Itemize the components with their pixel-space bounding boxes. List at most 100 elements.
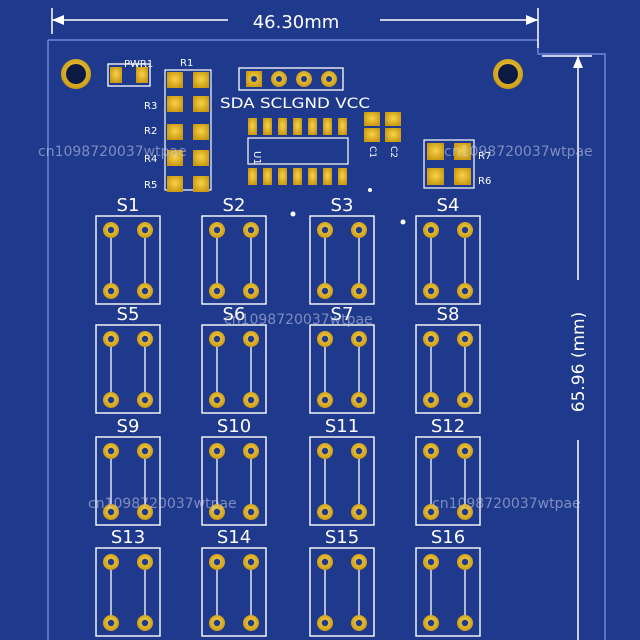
capacitor-label-c1: C1: [367, 146, 377, 158]
switch-pad-hole: [247, 226, 255, 234]
switch-pad-hole: [355, 335, 363, 343]
switch-label: S1: [117, 195, 140, 216]
switch-pad-hole: [355, 447, 363, 455]
capacitor-c1: C1: [364, 112, 380, 158]
switch-pad-hole: [461, 508, 469, 516]
switch-outline: [201, 215, 267, 305]
switch-pad-hole: [247, 287, 255, 295]
switch-outline: [95, 215, 161, 305]
resistor-label-r2: R2: [144, 126, 157, 137]
switch-pad-hole: [247, 558, 255, 566]
switch-pad-hole: [461, 396, 469, 404]
switch-pad-hole: [247, 508, 255, 516]
switch-pad-hole: [107, 226, 115, 234]
switch-pad-hole: [213, 335, 221, 343]
switch-s15: S15: [309, 527, 375, 637]
board-outline: [47, 39, 606, 640]
switch-s11: S11: [309, 416, 375, 526]
switch-pad-hole: [107, 447, 115, 455]
switch-label: S8: [437, 304, 460, 325]
switch-s10: S10: [201, 416, 267, 526]
switch-s1: S1: [95, 195, 161, 305]
resistor-label-r5: R5: [144, 180, 157, 191]
i2c-header: SDA SCLGND VCC: [220, 67, 370, 112]
switch-outline: [309, 436, 375, 526]
switch-pad-hole: [213, 447, 221, 455]
switch-label: S14: [217, 527, 251, 548]
switch-pad-hole: [355, 226, 363, 234]
resistor-array-right: R7 R6: [423, 139, 491, 189]
switch-label: S10: [217, 416, 251, 437]
switch-s14: S14: [201, 527, 267, 637]
switch-pad-hole: [213, 508, 221, 516]
switch-pad-hole: [321, 226, 329, 234]
switch-outline: [95, 324, 161, 414]
mounting-hole-right: [493, 59, 523, 89]
switch-pad-hole: [107, 558, 115, 566]
switch-s16: S16: [415, 527, 481, 637]
mounting-hole-left: [61, 59, 91, 89]
switch-s8: S8: [415, 304, 481, 414]
resistor-array: R1 R3 R2 R4 R5: [144, 58, 212, 192]
switch-pad-hole: [355, 619, 363, 627]
switch-pad-hole: [141, 396, 149, 404]
switch-outline: [309, 215, 375, 305]
watermark-4: cn1098720037wtpae: [88, 496, 237, 512]
switch-pad-hole: [321, 287, 329, 295]
resistor-r5: [167, 176, 209, 192]
switch-s5: S5: [95, 304, 161, 414]
switch-pad-hole: [141, 447, 149, 455]
switch-outline: [201, 324, 267, 414]
switch-pad-hole: [355, 558, 363, 566]
switch-pad-hole: [461, 287, 469, 295]
switch-pad-hole: [141, 226, 149, 234]
switch-s12: S12: [415, 416, 481, 526]
switch-s13: S13: [95, 527, 161, 637]
switch-label: S12: [431, 416, 465, 437]
switch-pad-hole: [427, 447, 435, 455]
height-label: 65.96 (mm): [569, 312, 589, 412]
switch-pad-hole: [427, 508, 435, 516]
switch-outline: [415, 547, 481, 637]
switch-label: S13: [111, 527, 145, 548]
watermark-2: cn1098720037wtpae: [444, 144, 593, 160]
switch-label: S2: [223, 195, 246, 216]
switch-label: S3: [331, 195, 354, 216]
switch-s4: S4: [415, 195, 481, 305]
resistor-r1: [167, 72, 209, 88]
switch-outline: [415, 324, 481, 414]
switch-label: S5: [117, 304, 140, 325]
switch-pad-hole: [213, 396, 221, 404]
switch-pad-hole: [321, 335, 329, 343]
ic-label: U1: [251, 151, 262, 165]
switch-s7: S7: [309, 304, 375, 414]
switch-s6: S6: [201, 304, 267, 414]
switch-pad-hole: [107, 335, 115, 343]
switch-pad-hole: [427, 226, 435, 234]
switch-pad-hole: [213, 226, 221, 234]
switch-pad-hole: [461, 335, 469, 343]
switch-pad-hole: [321, 447, 329, 455]
switch-pad-hole: [321, 619, 329, 627]
resistor-r2: [167, 124, 209, 140]
switch-s9: S9: [95, 416, 161, 526]
switch-pad-hole: [427, 558, 435, 566]
capacitor-c2: C2: [385, 112, 401, 158]
switch-pad-hole: [461, 226, 469, 234]
switch-outline: [201, 436, 267, 526]
switch-pad-hole: [213, 558, 221, 566]
switch-pad-hole: [141, 287, 149, 295]
switch-label: S11: [325, 416, 359, 437]
switch-pad-hole: [427, 619, 435, 627]
width-dimension: 46.30mm: [51, 8, 539, 48]
switch-pad-hole: [427, 287, 435, 295]
switch-pad-hole: [247, 447, 255, 455]
switch-pad-hole: [355, 508, 363, 516]
switch-pad-hole: [427, 396, 435, 404]
resistor-r3: [167, 96, 209, 112]
switch-pad-hole: [247, 619, 255, 627]
switch-pad-hole: [321, 558, 329, 566]
switch-outline: [95, 436, 161, 526]
switch-pad-hole: [107, 396, 115, 404]
